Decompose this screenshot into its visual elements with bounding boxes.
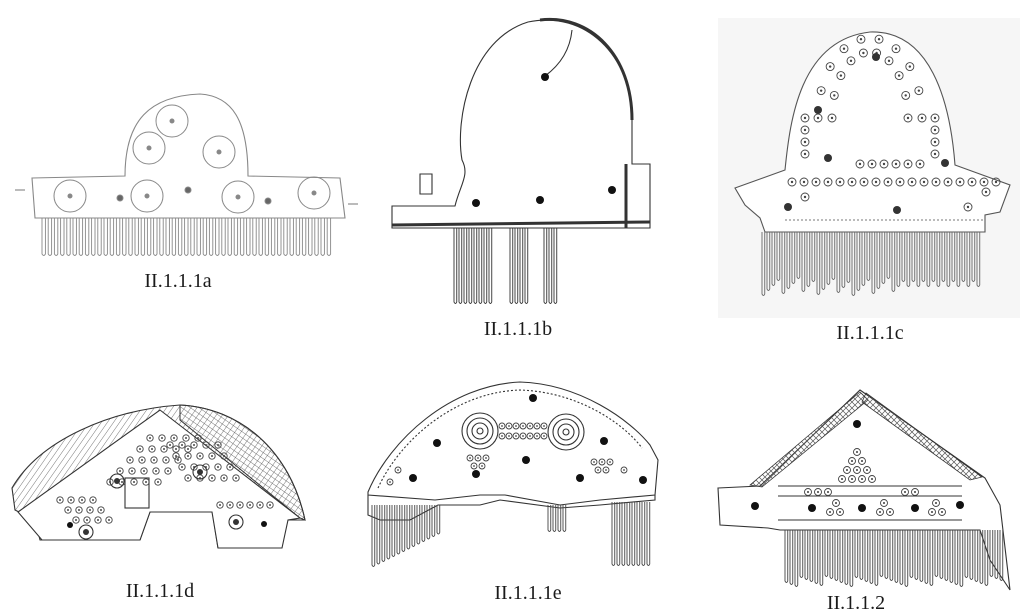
comb-teeth-c xyxy=(761,232,981,296)
figure-caption: II.1.1.2 xyxy=(826,592,886,614)
figure-caption: II.1.1.1b xyxy=(483,318,553,340)
figure-caption: II.1.1.1a xyxy=(144,270,212,292)
comb-teeth-e xyxy=(371,502,651,567)
comb-teeth-f xyxy=(784,530,1004,587)
ring-dot-ornaments-e xyxy=(386,422,628,486)
figure-caption: II.1.1.1c xyxy=(836,322,904,344)
figure-caption: II.1.1.1e xyxy=(494,582,562,604)
ring-dot-ornaments-f xyxy=(804,448,946,516)
ring-dot-ornaments-c xyxy=(787,34,1001,212)
figure-caption: II.1.1.1d xyxy=(125,580,195,602)
comb-teeth-a xyxy=(41,218,332,256)
comb-teeth-b xyxy=(453,228,558,304)
